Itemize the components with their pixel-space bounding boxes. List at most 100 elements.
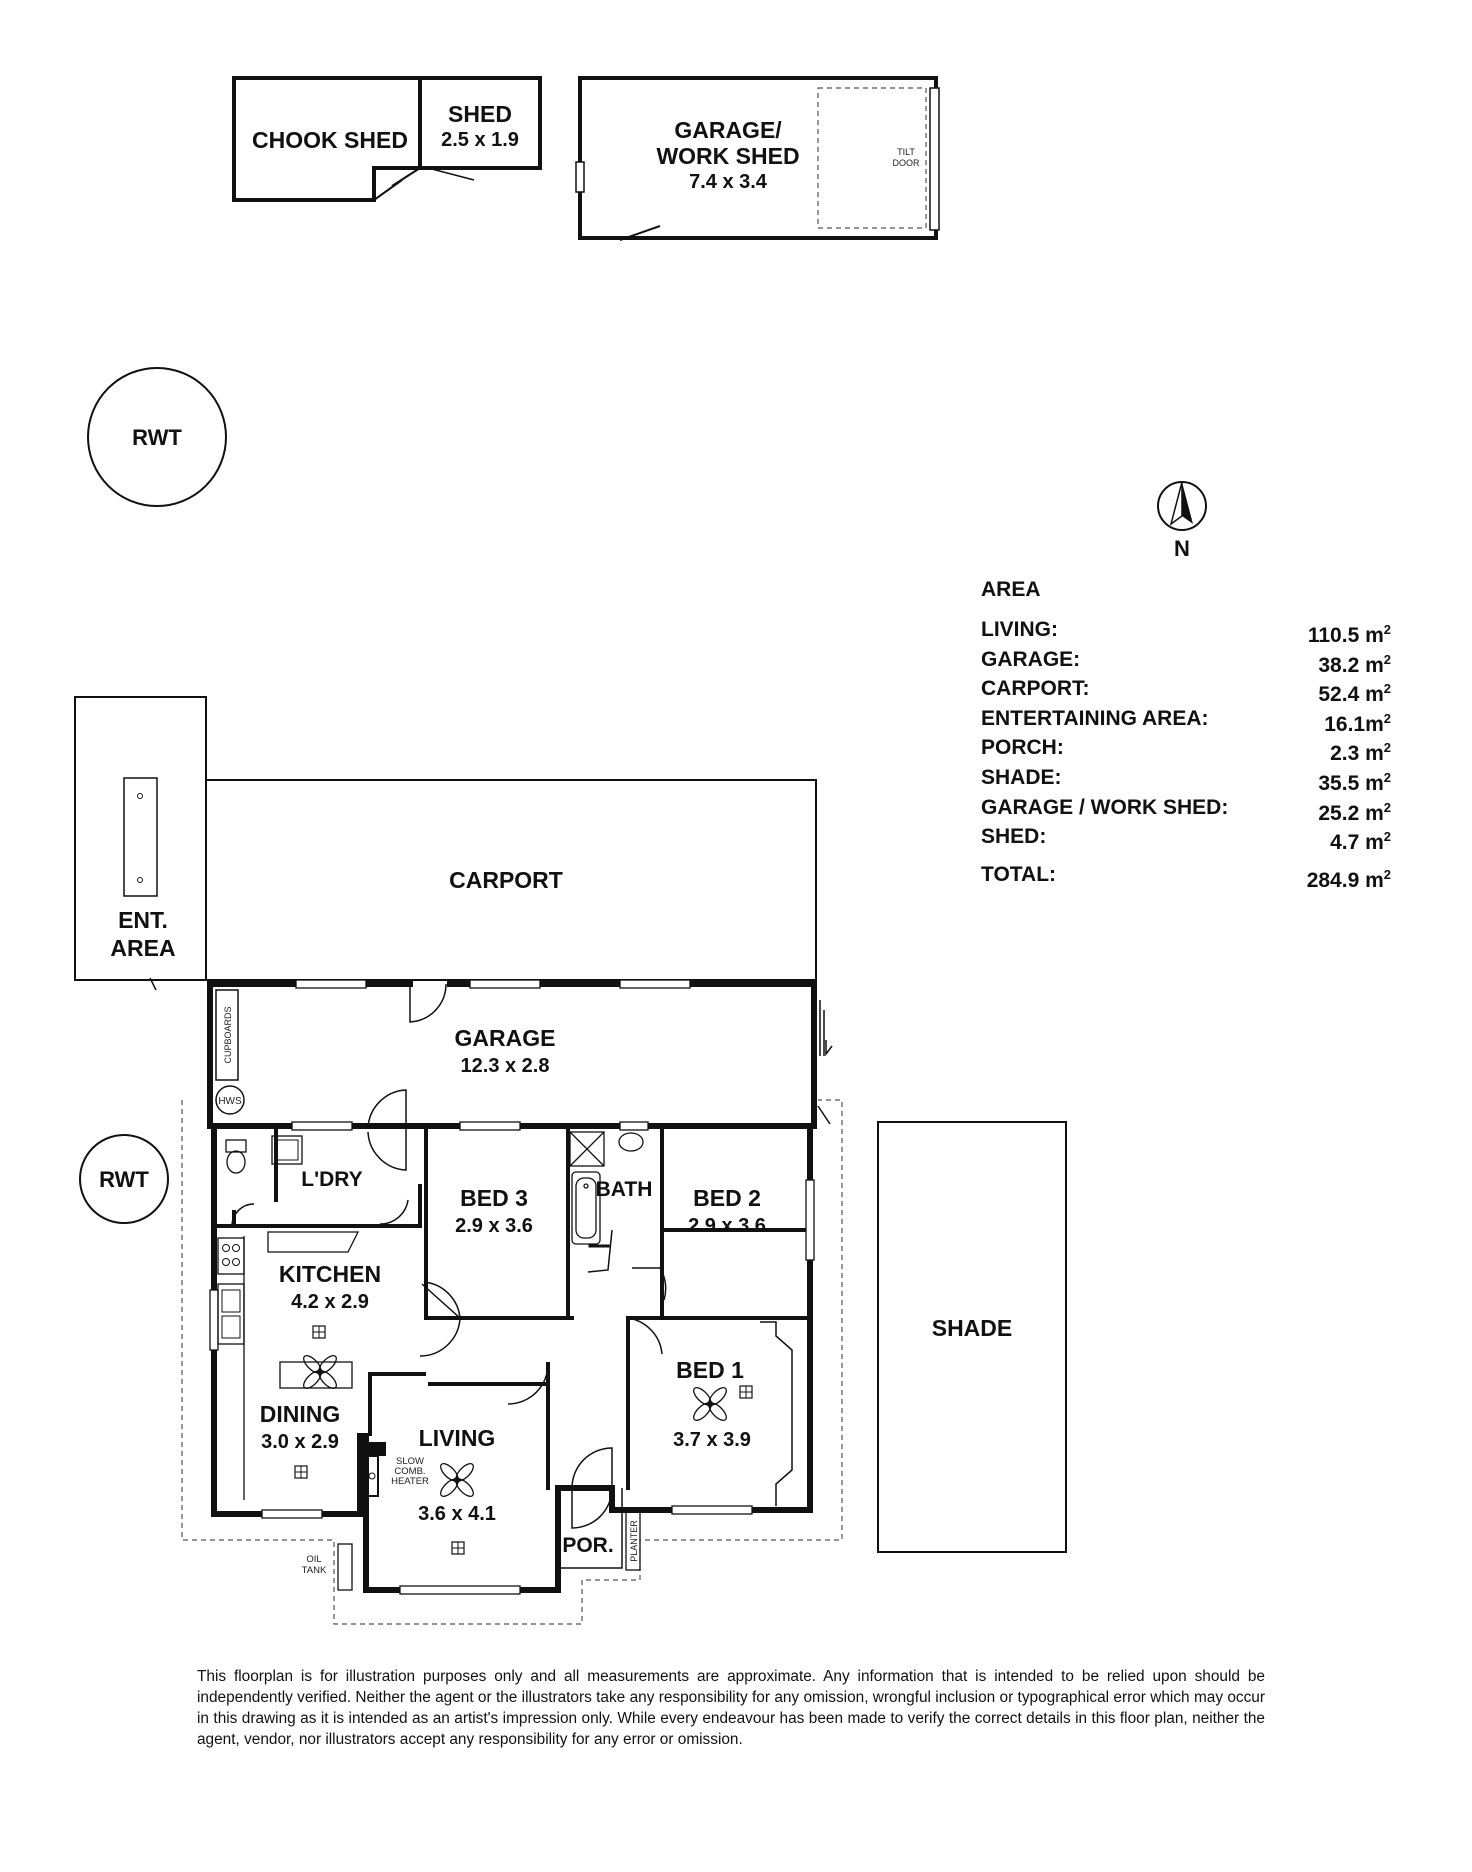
bathtub-icon (571, 1171, 601, 1245)
area-label: GARAGE / WORK SHED: (981, 795, 1229, 819)
area-schedule: AREA LIVING: 110.5 m2 GARAGE: 38.2 m2 CA… (981, 578, 1391, 892)
area-label: SHED: (981, 825, 1047, 849)
shed-name: SHED (448, 101, 512, 127)
bed3-dimensions: 2.9 x 3.6 (455, 1215, 533, 1237)
bbq-bench (123, 777, 158, 897)
rainwater-tank-top: RWT (87, 367, 227, 507)
area-row: SHED: 4.7 m2 (981, 822, 1391, 855)
ent-area-label-line1: ENT. (118, 907, 168, 933)
ceiling-fan-icon (693, 1387, 727, 1421)
living-name: LIVING (419, 1425, 496, 1451)
shade: SHADE (877, 1121, 1067, 1553)
planter-label: PLANTER (629, 1520, 639, 1562)
area-label: CARPORT: (981, 677, 1090, 701)
chook-shed: CHOOK SHED (232, 76, 422, 202)
trough-icon (271, 1135, 303, 1165)
laundry-label: L'DRY (301, 1168, 362, 1191)
area-total-value: 284.9 m2 (1306, 866, 1391, 892)
hot-water-system (215, 1085, 245, 1115)
ceiling-fan-icon (440, 1463, 474, 1497)
basin-icon (618, 1132, 644, 1152)
area-total-label: TOTAL: (981, 862, 1057, 886)
bed2-name: BED 2 (693, 1185, 761, 1211)
garage-name: GARAGE (455, 1025, 556, 1051)
fireplace (364, 1442, 386, 1456)
cooktop-icon (217, 1237, 245, 1275)
porch-label: POR. (562, 1534, 613, 1557)
kitchen-dimensions: 4.2 x 2.9 (291, 1291, 369, 1313)
rwt-top-label: RWT (132, 425, 182, 450)
area-label: LIVING: (981, 618, 1058, 641)
kitchen-name: KITCHEN (279, 1261, 381, 1287)
oil-tank-label-line2: TANK (302, 1565, 327, 1576)
bed1-dimensions: 3.7 x 3.9 (673, 1429, 751, 1451)
rainwater-tank-side: RWT (79, 1134, 169, 1224)
dining-name: DINING (260, 1401, 341, 1427)
compass-north-label: N (1174, 536, 1190, 561)
area-row: PORCH: 2.3 m2 (981, 733, 1391, 766)
bed2-dimensions: 2.9 x 3.6 (688, 1215, 766, 1237)
bed-1: BED 1 3.7 x 3.9 (673, 1321, 793, 1506)
area-value: 25.2 m2 (1318, 799, 1391, 825)
laundry: L'DRY (225, 1135, 363, 1191)
hws-label: HWS (218, 1096, 242, 1107)
house-walls (207, 981, 817, 1593)
area-total-row: TOTAL: 284.9 m2 (981, 860, 1391, 892)
garage-work-shed-name-line1: GARAGE/ (674, 117, 782, 143)
bed3-name: BED 3 (460, 1185, 528, 1211)
garage: CUPBOARDS HWS GARAGE 12.3 x 2.8 (215, 989, 833, 1115)
porch: PLANTER POR. (557, 1488, 641, 1571)
area-row: ENTERTAINING AREA: 16.1m2 (981, 704, 1391, 736)
ent-area-label-line2: AREA (110, 935, 175, 961)
area-label: GARAGE: (981, 647, 1081, 671)
area-value: 38.2 m2 (1318, 651, 1391, 677)
carport-label: CARPORT (449, 867, 563, 893)
area-label: ENTERTAINING AREA: (981, 706, 1209, 730)
entertaining-area: ENT. AREA (74, 696, 207, 991)
island-bench (267, 1231, 360, 1253)
bench-icon (279, 1361, 353, 1389)
shade-label: SHADE (932, 1315, 1013, 1341)
garage-work-shed-name-line2: WORK SHED (656, 143, 799, 169)
eaves-outline (181, 1099, 843, 1625)
area-value: 4.7 m2 (1330, 829, 1391, 855)
area-row: GARAGE / WORK SHED: 25.2 m2 (981, 793, 1391, 825)
garage-work-shed: GARAGE/ WORK SHED 7.4 x 3.4 TILT DOOR (575, 76, 940, 241)
toilet-icon (226, 1150, 246, 1174)
oil-tank: OIL TANK (302, 1543, 353, 1591)
area-value: 2.3 m2 (1330, 740, 1391, 766)
cupboards (215, 989, 239, 1081)
door-swings (231, 983, 831, 1529)
slow-comb-heater-line3: HEATER (391, 1476, 429, 1487)
ceiling-fan-icon (303, 1355, 337, 1389)
shed-dimensions: 2.5 x 1.9 (441, 129, 519, 151)
shed: SHED 2.5 x 1.9 (418, 76, 542, 181)
bed1-name: BED 1 (676, 1357, 744, 1383)
area-row: GARAGE: 38.2 m2 (981, 645, 1391, 677)
garage-dimensions: 12.3 x 2.8 (461, 1055, 550, 1077)
slow-comb-heater-line2: COMB. (394, 1466, 425, 1477)
oil-tank-label-line1: OIL (306, 1554, 321, 1565)
tilt-door-label-line1: TILT (897, 147, 915, 157)
area-value: 110.5 m2 (1307, 622, 1391, 647)
slow-comb-heater-line1: SLOW (396, 1456, 424, 1467)
shower-icon (569, 1131, 605, 1167)
area-title: AREA (981, 578, 1041, 601)
cupboards-label: CUPBOARDS (223, 1006, 233, 1063)
compass: N (1157, 481, 1207, 561)
area-label: SHADE: (981, 765, 1062, 789)
bath-label: BATH (596, 1178, 653, 1201)
rwt-side-label: RWT (99, 1167, 149, 1192)
bathroom: BATH (569, 1131, 653, 1245)
dining-dimensions: 3.0 x 2.9 (261, 1431, 339, 1453)
kitchen: KITCHEN 4.2 x 2.9 (217, 1231, 381, 1500)
area-row: SHADE: 35.5 m2 (981, 763, 1391, 795)
north-arrow-icon (1182, 482, 1193, 524)
tilt-door-label-line2: DOOR (893, 158, 921, 168)
area-row: LIVING: 110.5 m2 (981, 615, 1391, 647)
living-dimensions: 3.6 x 4.1 (418, 1503, 496, 1525)
garage-work-shed-dimensions: 7.4 x 3.4 (689, 171, 768, 193)
bed-2: BED 2 2.9 x 3.6 (688, 1185, 766, 1237)
area-value: 16.1m2 (1324, 710, 1391, 736)
